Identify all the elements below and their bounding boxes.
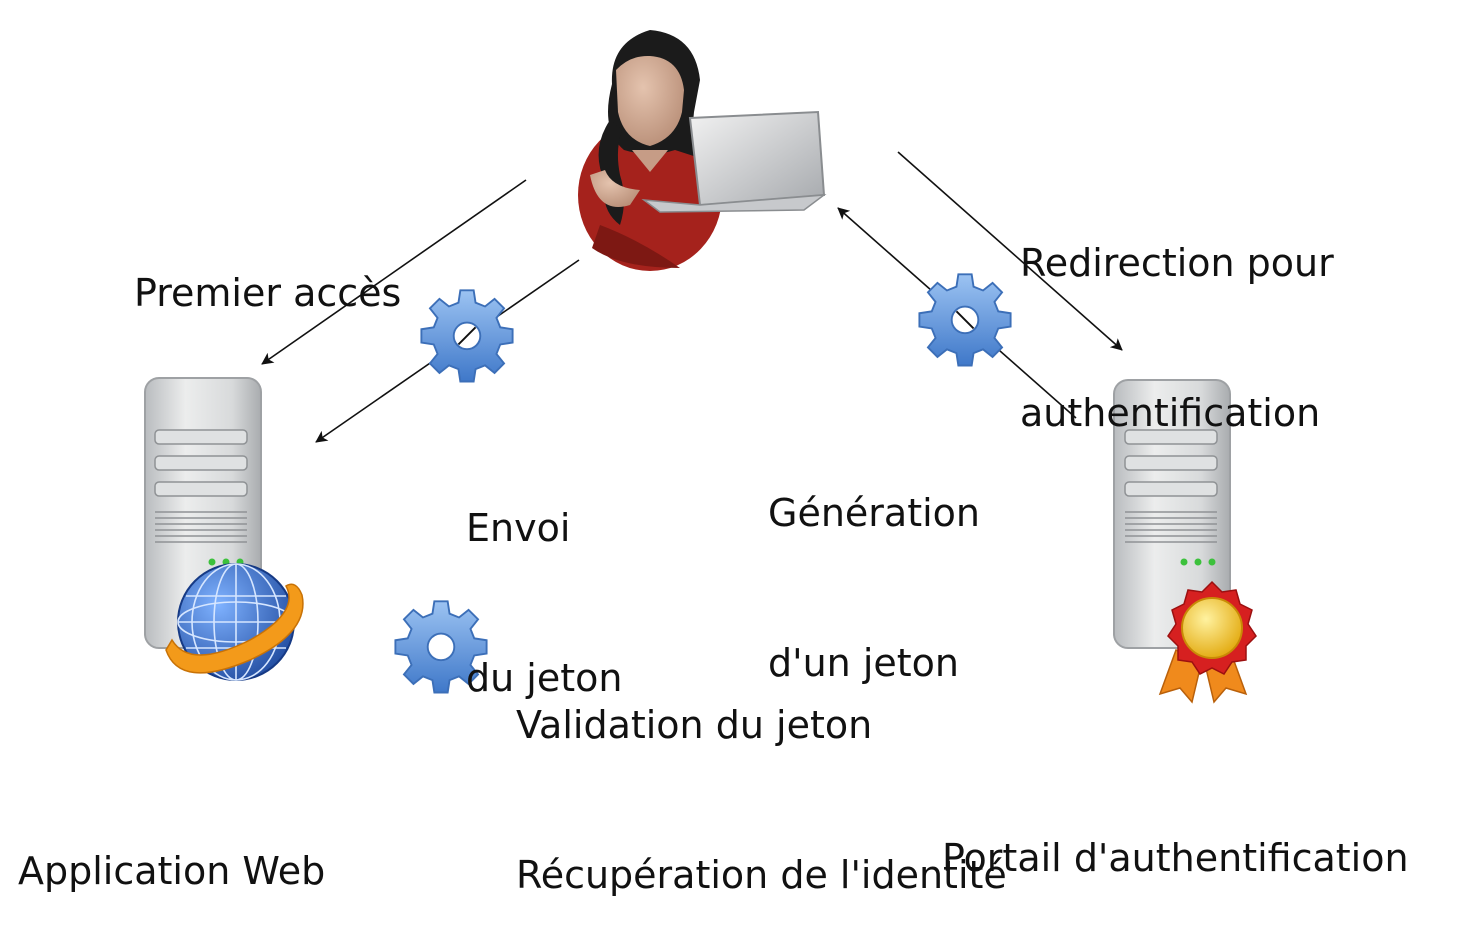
label-token-generation-line1: Génération xyxy=(768,491,980,535)
label-redirect: Redirection pour authentification xyxy=(1020,138,1334,488)
gear-icon xyxy=(420,289,514,383)
label-token-generation-line2: d'un jeton xyxy=(768,641,959,685)
label-first-access-text: Premier accès xyxy=(134,271,402,315)
arrow-redirect xyxy=(897,151,1123,351)
label-server-process: Validation du jeton Récupération de l'id… xyxy=(516,600,1007,950)
label-auth-portal: Portail d'authentification xyxy=(942,733,1409,933)
label-token-generation: Génération d'un jeton xyxy=(768,388,980,738)
sso-diagram xyxy=(144,30,1257,704)
globe-icon xyxy=(165,563,304,681)
gear-icon xyxy=(918,273,1012,367)
label-server-process-line1: Validation du jeton xyxy=(516,703,873,747)
user-laptop-icon xyxy=(578,30,827,271)
arrow-first-access xyxy=(261,179,527,365)
label-server-process-line2: Récupération de l'identité xyxy=(516,853,1007,897)
label-web-app: Application Web xyxy=(18,746,325,946)
auth-server-icon xyxy=(1113,379,1231,649)
label-send-token: Envoi du jeton xyxy=(466,403,622,753)
award-rosette-icon xyxy=(1158,580,1257,704)
label-auth-portal-text: Portail d'authentification xyxy=(942,836,1409,880)
label-send-token-line2: du jeton xyxy=(466,656,623,700)
label-first-access: Premier accès xyxy=(134,168,401,368)
label-redirect-line2: authentification xyxy=(1020,391,1321,435)
label-send-token-line1: Envoi xyxy=(466,506,571,550)
label-web-app-text: Application Web xyxy=(18,849,326,893)
label-redirect-line1: Redirection pour xyxy=(1020,241,1334,285)
